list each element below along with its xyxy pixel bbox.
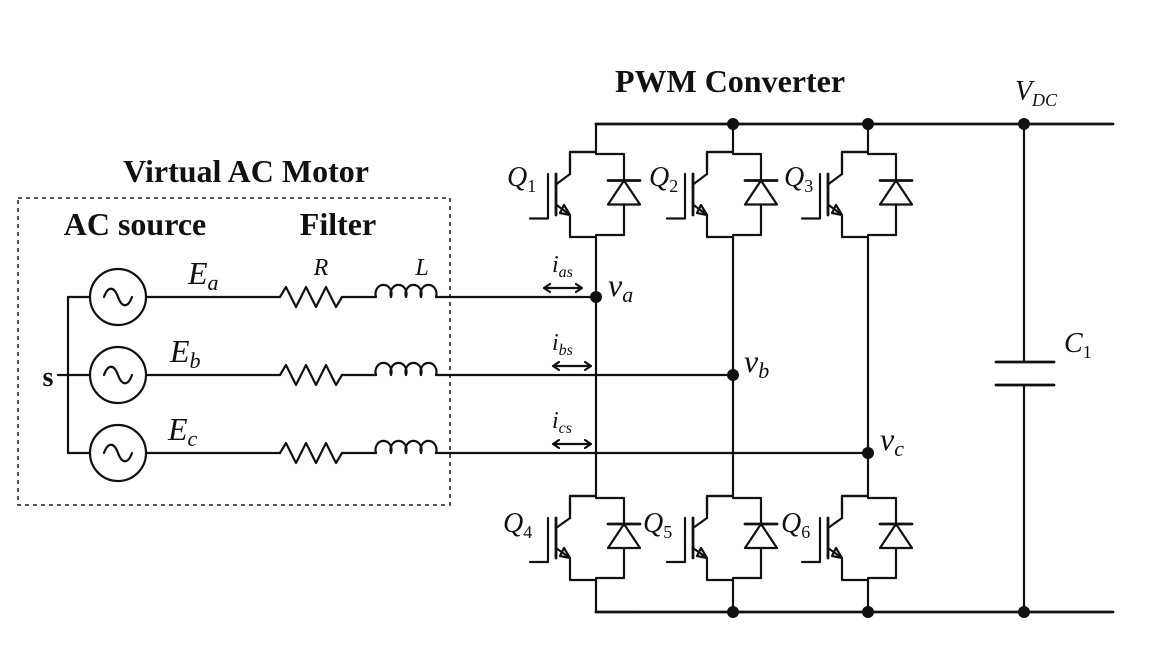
converter-title: PWM Converter	[615, 63, 845, 99]
node-c-label: vc	[880, 421, 904, 461]
node-a-dot	[590, 291, 602, 303]
switch-q6-label: Q6	[781, 508, 810, 542]
resistor-c-icon	[278, 441, 344, 465]
switch-q4-label: Q4	[503, 508, 532, 542]
junction-dot	[862, 606, 874, 618]
current-c-arrow-icon	[551, 438, 593, 450]
capacitor-label: C1	[1064, 328, 1092, 362]
switch-array	[528, 150, 914, 582]
inductor-c-icon	[374, 439, 438, 455]
phase-b: Eb ibs vb	[66, 330, 769, 405]
junction-dot	[1018, 606, 1030, 618]
neutral-label: s	[43, 362, 54, 393]
current-b-arrow-icon	[551, 360, 593, 372]
phase-a: Ea ias va	[66, 252, 633, 327]
current-b-label: ibs	[552, 330, 573, 359]
virtual-motor-boundary	[17, 197, 451, 506]
switch-q1-label: Q1	[507, 162, 536, 196]
junction-dot	[862, 118, 874, 130]
node-b-dot	[727, 369, 739, 381]
emf-b-label: Eb	[169, 333, 201, 373]
switch-q3-label: Q3	[784, 162, 813, 196]
ac-source-label: AC source	[64, 206, 207, 242]
inductor-b-icon	[374, 361, 438, 377]
igbt-switch-q2-icon	[665, 150, 779, 239]
filter-label: Filter	[300, 206, 376, 242]
junction-dot	[727, 118, 739, 130]
emf-a-label: Ea	[187, 255, 219, 295]
resistor-b-icon	[278, 363, 344, 387]
current-a-label: ias	[552, 252, 573, 281]
igbt-switch-q3-icon	[800, 150, 914, 239]
igbt-switch-q1-icon	[528, 150, 642, 239]
inductor-a-icon	[374, 283, 438, 299]
motor-block-title: Virtual AC Motor	[123, 153, 369, 189]
junction-dot	[1018, 118, 1030, 130]
igbt-switch-q4-icon	[528, 494, 642, 582]
switch-q5-label: Q5	[643, 508, 672, 542]
igbt-switch-q5-icon	[665, 494, 779, 582]
inductor-label: L	[414, 255, 428, 281]
igbt-switch-q6-icon	[800, 494, 914, 582]
switch-q2-label: Q2	[649, 162, 678, 196]
current-a-arrow-icon	[542, 282, 584, 294]
emf-c-label: Ec	[167, 411, 198, 451]
resistor-a-icon	[278, 285, 344, 309]
node-b-label: vb	[744, 343, 769, 383]
junction-dot	[727, 606, 739, 618]
node-c-dot	[862, 447, 874, 459]
phase-c: Ec ics vc	[66, 408, 904, 483]
vdc-label: VDC	[1015, 76, 1058, 110]
node-a-label: va	[608, 267, 633, 307]
current-c-label: ics	[552, 408, 572, 437]
resistor-label: R	[313, 255, 329, 281]
